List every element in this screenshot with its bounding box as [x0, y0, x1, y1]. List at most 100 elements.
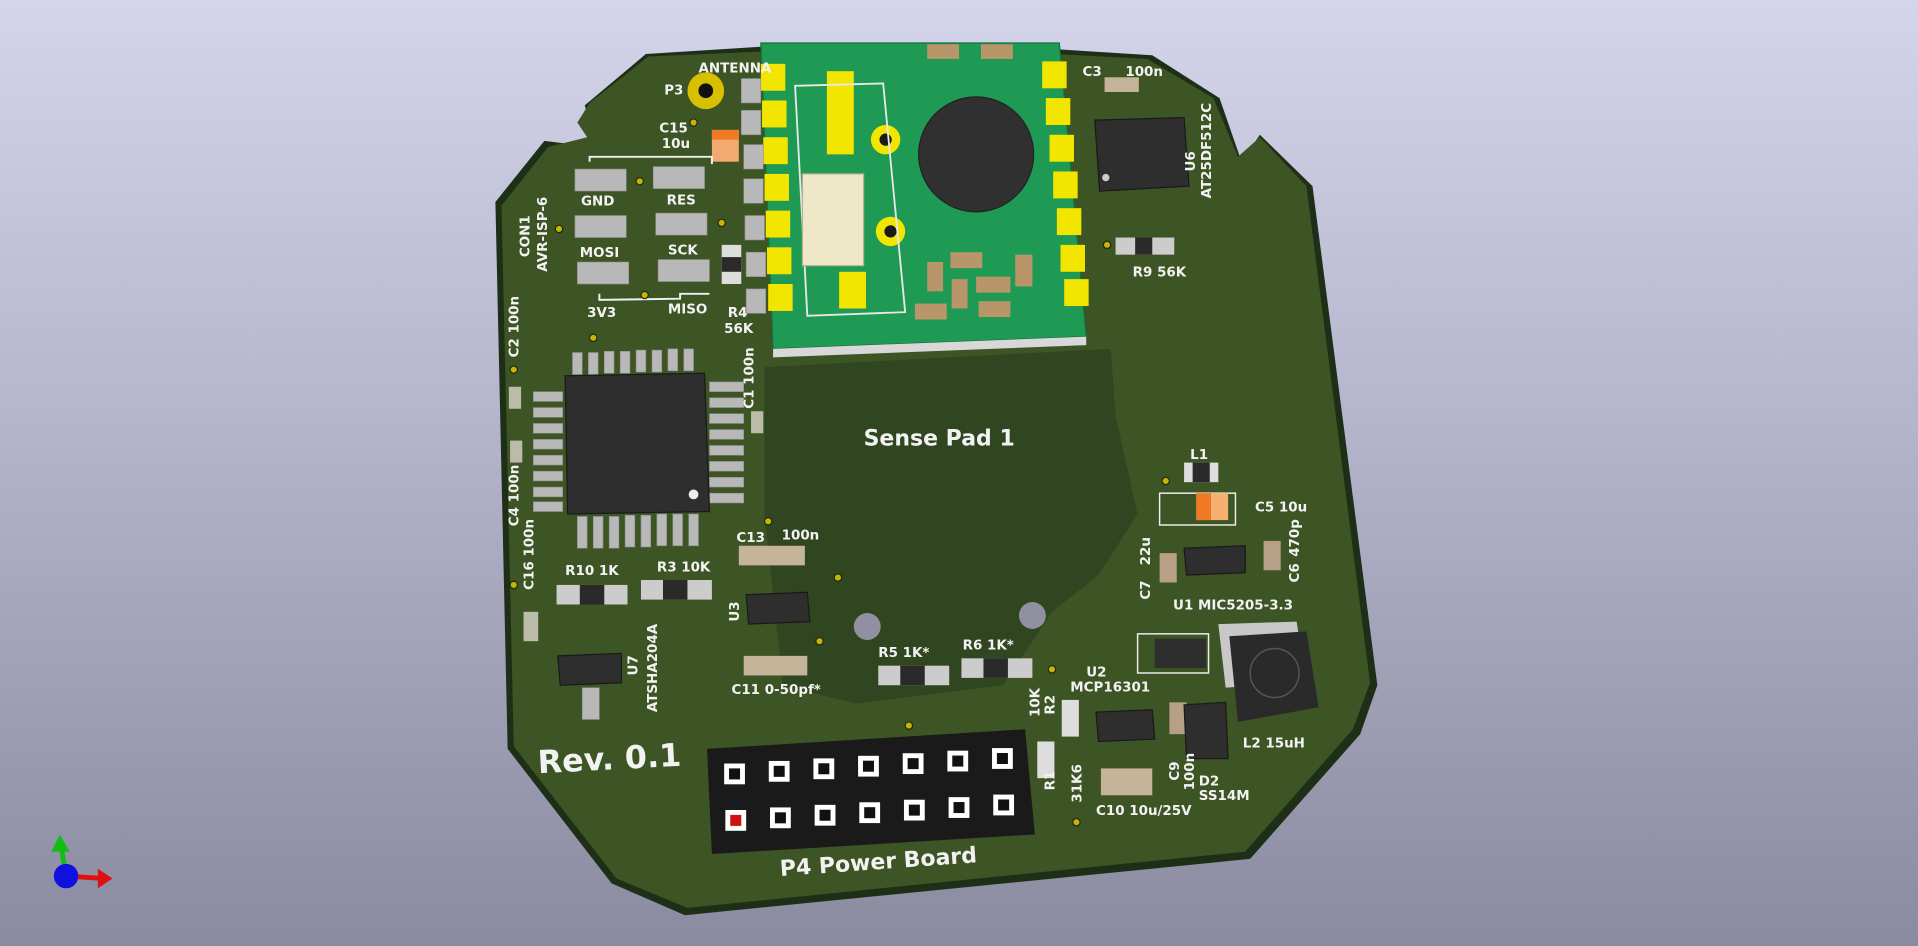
label-c15: C15 — [659, 121, 688, 136]
label-sck: SCK — [668, 244, 699, 259]
ic-u6 — [1094, 117, 1190, 192]
connector-pin-hole — [908, 804, 920, 816]
label-c10: C10 10u/25V — [1096, 804, 1192, 819]
label-c3-value: 100n — [1125, 65, 1163, 80]
isp-connector-pads — [574, 166, 710, 285]
label-p3: P3 — [664, 83, 683, 98]
label-r2-value: 10K — [1029, 687, 1044, 717]
label-c9: C9 — [1168, 761, 1183, 780]
crystal-component — [801, 173, 865, 267]
ic-u3 — [745, 591, 811, 625]
label-sense-pad: Sense Pad 1 — [864, 426, 1015, 451]
label-u6: U6 — [1184, 151, 1199, 171]
label-c13-value: 100n — [782, 529, 820, 544]
connector-pin-hole — [953, 802, 965, 814]
label-gnd: GND — [581, 195, 614, 210]
ic-u2 — [1095, 709, 1156, 743]
connector-pin-hole — [996, 752, 1008, 765]
microcontroller — [533, 348, 745, 549]
capacitor-c16 — [523, 611, 539, 642]
label-c15-value: 10u — [662, 137, 690, 152]
label-c13: C13 — [736, 531, 765, 546]
label-c4: C4 100n — [508, 465, 523, 527]
mounting-hole — [853, 613, 881, 640]
label-u1: U1 MIC5205-3.3 — [1173, 598, 1293, 613]
capacitor-c1 — [751, 411, 764, 434]
label-c9-value: 100n — [1183, 753, 1198, 791]
label-d2: D2 — [1199, 775, 1220, 790]
label-u2: U2 — [1086, 666, 1106, 681]
resistor-r2 — [1061, 699, 1079, 737]
connector-pin-hole — [998, 799, 1010, 811]
label-u2-value: MCP16301 — [1070, 680, 1150, 695]
capacitor-c9 — [1169, 702, 1187, 735]
connector-pin-hole — [730, 814, 742, 826]
diode-component — [1154, 638, 1207, 669]
label-d2-value: SS14M — [1199, 789, 1250, 804]
connector-pin-hole — [862, 760, 874, 772]
capacitor-c4 — [510, 440, 523, 463]
rf-module — [760, 42, 1089, 358]
label-u6-value: AT25DF512C — [1200, 103, 1215, 198]
label-c6: C6 — [1288, 563, 1303, 582]
label-u3: U3 — [728, 601, 743, 621]
label-c1: C1 100n — [743, 347, 758, 409]
pcb-board — [495, 46, 1378, 916]
mounting-hole — [1018, 602, 1046, 629]
connector-pin-hole — [818, 763, 830, 775]
label-3v3: 3V3 — [587, 306, 616, 321]
axis-orientation-gizmo — [51, 834, 113, 889]
label-c7-value: 22u — [1139, 537, 1154, 565]
label-r6: R6 1K* — [963, 639, 1014, 654]
buzzer-component — [918, 96, 1035, 213]
label-antenna: ANTENNA — [698, 61, 771, 76]
ic-u1 — [1183, 545, 1246, 576]
label-l1: L1 — [1190, 448, 1208, 463]
capacitor-c13 — [738, 545, 805, 566]
diode-d2 — [1183, 701, 1229, 760]
connector-pin-hole — [773, 765, 785, 777]
capacitor-c3 — [1104, 77, 1139, 92]
connector-pin-hole — [774, 812, 786, 824]
label-miso: MISO — [668, 302, 707, 317]
label-res: RES — [667, 194, 696, 209]
label-r9: R9 56K — [1133, 266, 1187, 281]
label-con1-value: AVR-ISP-6 — [536, 197, 551, 272]
label-l2: L2 15uH — [1243, 737, 1305, 752]
label-c6-value: 470p — [1288, 519, 1303, 557]
label-r4-value: 56K — [724, 322, 754, 337]
connector-pin-hole — [907, 758, 919, 770]
power-board-connector-p4[interactable] — [707, 729, 1035, 855]
z-axis-marker — [53, 863, 79, 889]
label-c7: C7 — [1139, 580, 1154, 599]
connector-pin-hole — [864, 807, 876, 819]
inductor-l2 — [1229, 631, 1319, 722]
vias — [509, 118, 1171, 827]
label-revision: Rev. 0.1 — [537, 737, 682, 781]
label-u7: U7 — [626, 655, 641, 675]
resistor-r1 — [1037, 741, 1055, 779]
label-c5: C5 10u — [1255, 501, 1307, 516]
label-r1: R1 — [1043, 771, 1058, 791]
connector-pin-hole — [819, 809, 831, 821]
connector-pin-hole — [729, 768, 741, 780]
label-mosi: MOSI — [580, 246, 619, 261]
label-c16: C16 100n — [522, 519, 537, 590]
label-con1: CON1 — [519, 215, 534, 257]
capacitor-c7 — [1159, 553, 1177, 583]
label-c11: C11 0-50pf* — [731, 683, 820, 698]
connector-pin-hole — [952, 755, 964, 767]
capacitor-c6 — [1263, 540, 1281, 571]
label-r10: R10 1K — [565, 564, 619, 579]
label-c3: C3 — [1083, 65, 1102, 80]
capacitor-c11 — [743, 655, 808, 676]
ic-u7 — [557, 652, 623, 686]
capacitor-c2 — [508, 386, 522, 409]
capacitor-c10 — [1100, 768, 1153, 796]
label-c2: C2 100n — [508, 296, 523, 358]
label-r2: R2 — [1043, 695, 1058, 715]
label-r5: R5 1K* — [878, 646, 929, 661]
label-r4: R4 — [728, 306, 748, 321]
label-r1-value: 31K6 — [1070, 764, 1085, 802]
